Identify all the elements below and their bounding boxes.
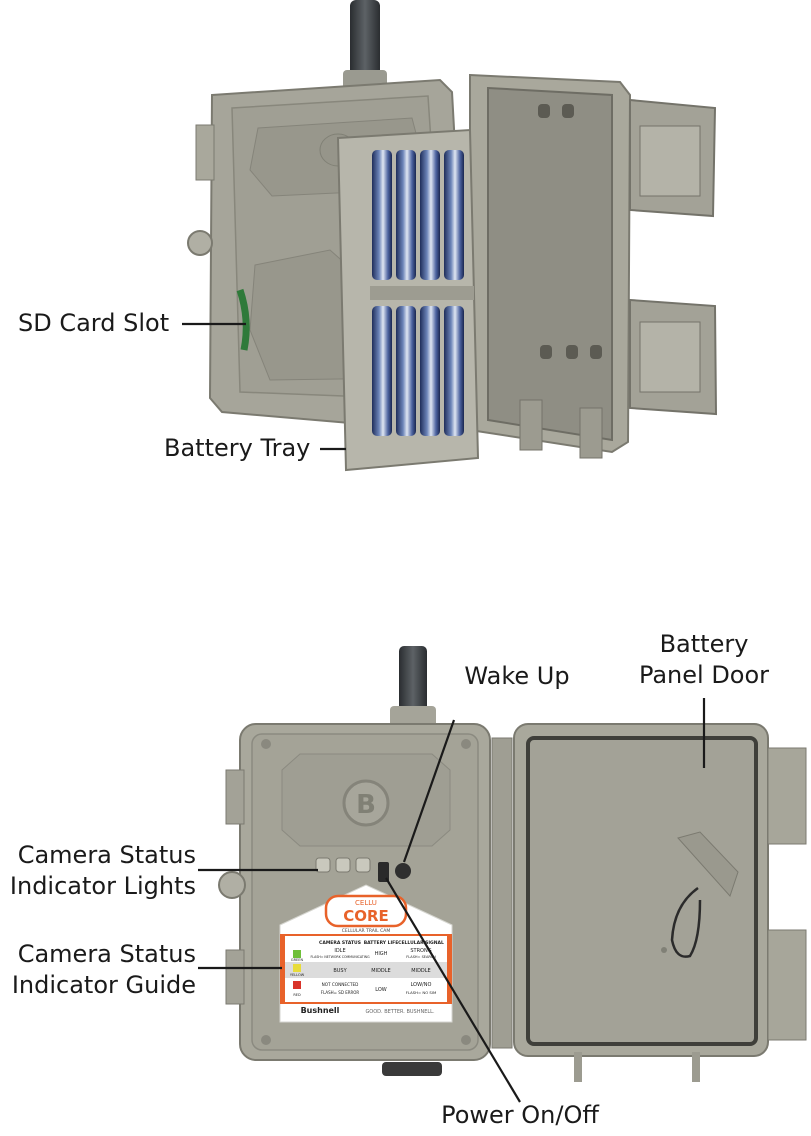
top-door-hole bbox=[540, 345, 552, 359]
light-swatch-red bbox=[293, 981, 301, 989]
top-door-hole bbox=[562, 104, 574, 118]
row3-status: NOT CONNECTED bbox=[322, 982, 359, 987]
row3-signal: LOW/NO bbox=[411, 982, 432, 988]
label-battery-panel-door-line1: Battery bbox=[659, 630, 749, 658]
status-light-2 bbox=[335, 857, 351, 873]
label-battery-panel-door: Battery Panel Door bbox=[630, 629, 778, 691]
brand-tagline: CELLULAR TRAIL CAM bbox=[342, 928, 391, 934]
top-foot bbox=[579, 407, 603, 459]
battery-cell bbox=[372, 306, 392, 436]
light-swatch-yellow bbox=[293, 964, 301, 972]
footer-brand: Bushnell bbox=[301, 1006, 340, 1015]
row3-battery: LOW bbox=[375, 987, 387, 993]
door-screw bbox=[661, 947, 667, 953]
row1-signal: STRONG bbox=[410, 948, 431, 954]
wake-up-button[interactable] bbox=[395, 863, 411, 879]
door-tether-plate bbox=[677, 831, 739, 897]
latch-right-lower bbox=[767, 929, 807, 1041]
door-tether-loop bbox=[670, 886, 702, 958]
label-status-guide: Camera Status Indicator Guide bbox=[0, 939, 196, 1001]
row2-signal: MIDDLE bbox=[411, 968, 430, 974]
bottom-antenna bbox=[399, 646, 427, 712]
bottom-mount-ear bbox=[218, 871, 246, 899]
screw bbox=[461, 1035, 471, 1045]
screw bbox=[261, 739, 271, 749]
row1-status: IDLE bbox=[334, 948, 345, 954]
top-side-tab bbox=[195, 124, 215, 181]
row2-color: YELLOW bbox=[290, 973, 305, 977]
row1-status-sub: FLASH= NETWORK COMMUNICATING bbox=[310, 955, 370, 959]
top-door-hole bbox=[566, 345, 578, 359]
header-cellular-signal: CELLULAR SIGNAL bbox=[398, 940, 444, 946]
row1-signal-sub: FLASH= SEARCH bbox=[406, 955, 436, 959]
top-door-hole bbox=[590, 345, 602, 359]
row3-color: RED bbox=[293, 993, 301, 997]
top-door-hole bbox=[538, 104, 550, 118]
label-status-lights: Camera Status Indicator Lights bbox=[0, 840, 196, 902]
status-light-3 bbox=[355, 857, 371, 873]
label-status-guide-line1: Camera Status bbox=[17, 940, 196, 968]
batteries bbox=[372, 150, 464, 436]
row1-battery: HIGH bbox=[375, 951, 388, 957]
header-camera-status: CAMERA STATUS bbox=[319, 940, 361, 946]
screw bbox=[461, 739, 471, 749]
status-light-1 bbox=[315, 857, 331, 873]
label-status-guide-line2: Indicator Guide bbox=[11, 971, 196, 999]
label-battery-panel-door-line2: Panel Door bbox=[638, 661, 770, 689]
status-guide-card: CELLU CORE CELLULAR TRAIL CAM CAMERA STA… bbox=[279, 884, 453, 1023]
top-latch-grip bbox=[639, 125, 701, 197]
bottom-connector bbox=[382, 1062, 442, 1076]
battery-cell bbox=[396, 306, 416, 436]
battery-cell bbox=[444, 306, 464, 436]
leader-power bbox=[385, 877, 521, 1103]
label-wake-up: Wake Up bbox=[464, 662, 570, 690]
door-foot bbox=[692, 1052, 700, 1082]
bushnell-logo-letter: B bbox=[356, 790, 376, 820]
bottom-side-tab bbox=[225, 949, 245, 1005]
row3-signal-sub: FLASH= NO SIM bbox=[406, 990, 436, 995]
top-latch-grip bbox=[639, 321, 701, 393]
hinge bbox=[491, 737, 513, 1049]
light-swatch-green bbox=[293, 950, 301, 958]
battery-cell bbox=[396, 150, 416, 280]
top-foot bbox=[519, 399, 543, 451]
power-switch[interactable] bbox=[378, 862, 389, 882]
top-door-inner bbox=[487, 86, 613, 442]
battery-cell bbox=[372, 150, 392, 280]
row1-color: GREEN bbox=[291, 958, 304, 962]
battery-cell bbox=[420, 306, 440, 436]
bottom-side-tab bbox=[225, 769, 245, 825]
top-mount-ear bbox=[187, 230, 213, 256]
leader-wake-up bbox=[402, 719, 456, 863]
battery-panel-door bbox=[526, 736, 758, 1046]
row3-status-sub: FLASH= SD ERROR bbox=[321, 990, 360, 995]
brand-top: CELLU bbox=[355, 899, 377, 907]
battery-tray-divider bbox=[370, 286, 474, 300]
label-power-on-off: Power On/Off bbox=[441, 1101, 599, 1129]
leader-lines bbox=[182, 322, 706, 1103]
label-status-lights-line2: Indicator Lights bbox=[9, 872, 196, 900]
battery-cell bbox=[444, 150, 464, 280]
label-battery-tray: Battery Tray bbox=[164, 434, 311, 462]
sd-card-slot bbox=[236, 288, 250, 351]
label-sd-card-slot: SD Card Slot bbox=[18, 309, 170, 337]
footer-slogan: GOOD. BETTER. BUSHNELL. bbox=[365, 1009, 435, 1015]
screw bbox=[261, 1035, 271, 1045]
latch-right-upper bbox=[767, 747, 807, 845]
battery-cell bbox=[420, 150, 440, 280]
bushnell-logo-emboss bbox=[342, 779, 390, 827]
guide-row-shade bbox=[285, 962, 447, 978]
brand-main: CORE bbox=[343, 907, 389, 925]
header-battery-life: BATTERY LIFE bbox=[364, 940, 399, 946]
row2-battery: MIDDLE bbox=[371, 968, 390, 974]
door-foot bbox=[574, 1052, 582, 1082]
label-status-lights-line1: Camera Status bbox=[17, 841, 196, 869]
row2-status: BUSY bbox=[333, 968, 347, 974]
